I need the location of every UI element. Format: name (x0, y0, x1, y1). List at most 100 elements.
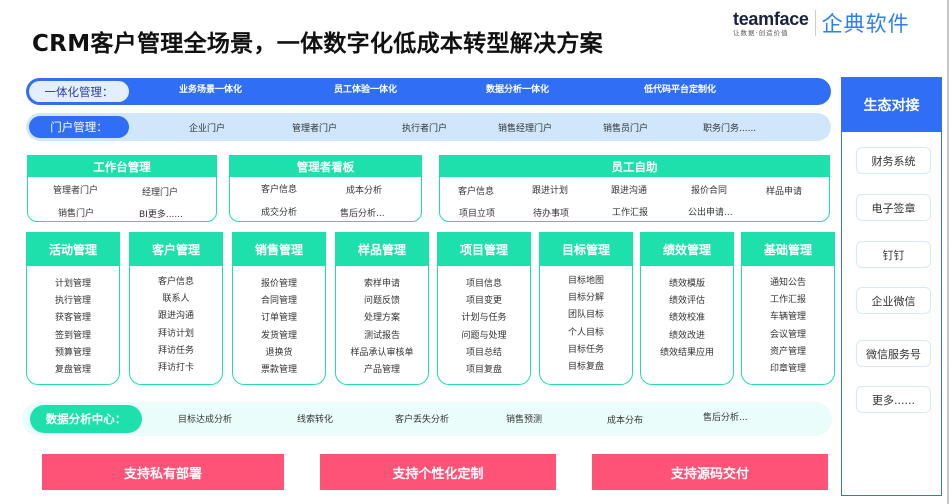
source-code-delivery-button[interactable]: 支持源码交付 (592, 454, 828, 490)
module-item: 项目变更 (465, 296, 502, 307)
module-item: 问题反馈 (363, 296, 400, 307)
module-goal: 目标管理 目标地图 目标分解 团队目标 个人目标 目标任务 目标复盘 (539, 232, 633, 385)
brand-name-cn: 企典软件 (821, 12, 910, 36)
card-title: 管理者看板 (230, 156, 421, 177)
data-analysis-label: 数据分析中心： (30, 405, 142, 433)
card-item: 样品申请 (766, 187, 803, 197)
card-item: 经理门户 (142, 188, 179, 198)
card-title: 员工自助 (440, 156, 829, 177)
portal-label: 门户管理： (29, 116, 129, 138)
card-item: 跟进计划 (532, 186, 569, 196)
module-title: 活动管理 (27, 233, 119, 266)
card-item: 客户信息 (261, 185, 298, 195)
module-title: 客户管理 (130, 233, 222, 266)
module-item: 拜访任务 (157, 345, 194, 356)
ecosystem-item-wecom[interactable]: 企业微信 (856, 287, 931, 314)
module-item: 目标分解 (567, 293, 604, 304)
module-item: 工作汇报 (769, 295, 806, 306)
module-project: 项目管理 项目信息 项目变更 计划与任务 问题与处理 项目总结 项目复盘 (437, 232, 531, 385)
module-title: 销售管理 (233, 233, 325, 266)
module-item: 项目信息 (465, 279, 502, 289)
module-item: 签到管理 (54, 330, 91, 341)
ecosystem-item-finance[interactable]: 财务系统 (856, 147, 931, 174)
portal-item: 销售员门户 (603, 123, 649, 134)
module-item: 计划管理 (54, 279, 91, 289)
module-item: 样品承认审核单 (350, 347, 414, 358)
integration-item: 业务场景一体化 (179, 85, 243, 95)
ecosystem-title: 生态对接 (842, 78, 941, 132)
module-activity: 活动管理 计划管理 执行管理 获客管理 签到管理 预算管理 复盘管理 (26, 232, 120, 385)
module-item: 产品管理 (363, 365, 400, 376)
module-item: 发货管理 (260, 330, 297, 341)
card-item: 公出申请... (688, 208, 733, 218)
private-deployment-button[interactable]: 支持私有部署 (42, 454, 284, 490)
integration-item: 低代码平台定制化 (644, 85, 717, 95)
card-item: 待办事项 (533, 209, 570, 219)
card-item: 工作汇报 (612, 208, 649, 218)
portal-item: 执行者门户 (402, 123, 448, 134)
ecosystem-item-more[interactable]: 更多...... (856, 386, 931, 413)
integration-item: 数据分析一体化 (486, 85, 550, 95)
module-item: 绩效改进 (668, 330, 705, 341)
module-item: 处理方案 (363, 313, 400, 324)
right-edge-divider (947, 0, 949, 504)
analysis-item: 销售预测 (506, 414, 543, 425)
module-item: 预算管理 (54, 347, 91, 358)
module-item: 测试报告 (363, 330, 400, 341)
module-item: 资产管理 (769, 346, 806, 357)
brand-logo: teamface 让数据·创造价值 企典软件 (733, 8, 910, 38)
module-item: 索样申请 (363, 279, 400, 289)
module-item: 跟进沟通 (157, 311, 194, 322)
card-item: 报价合同 (691, 186, 728, 196)
module-item: 印章管理 (769, 364, 806, 375)
module-item: 项目复盘 (465, 365, 502, 376)
data-analysis-bar: 数据分析中心： 目标达成分析 线索转化 客户丢失分析 销售预测 成本分布 售后分… (22, 402, 832, 436)
portal-item: 管理者门户 (292, 123, 338, 134)
module-item: 绩效模版 (668, 279, 705, 289)
portal-item: 企业门户 (189, 123, 226, 134)
custom-development-button[interactable]: 支持个性化定制 (320, 454, 556, 490)
module-item: 通知公告 (769, 278, 806, 288)
ecosystem-panel: 生态对接 财务系统 电子签章 钉钉 企业微信 微信服务号 更多...... (841, 77, 942, 496)
module-item: 订单管理 (260, 313, 297, 324)
page-title: CRM客户管理全场景，一体数字化低成本转型解决方案 (32, 31, 603, 57)
module-item: 获客管理 (54, 313, 91, 324)
module-item: 票款管理 (260, 365, 297, 376)
module-item: 团队目标 (567, 310, 604, 321)
ecosystem-item-wechat-service[interactable]: 微信服务号 (856, 340, 931, 367)
card-employee-self-service: 员工自助 客户信息 跟进计划 跟进沟通 报价合同 样品申请 项目立项 待办事项 … (439, 155, 830, 222)
card-title: 工作台管理 (28, 156, 216, 177)
module-item: 拜访打卡 (157, 363, 194, 374)
ecosystem-item-dingtalk[interactable]: 钉钉 (856, 241, 931, 268)
portal-bar: 门户管理： 企业门户 管理者门户 执行者门户 销售经理门户 销售员门户 职务门务… (26, 113, 831, 141)
module-item: 复盘管理 (54, 365, 91, 376)
card-item: 成交分析 (261, 208, 298, 218)
card-workbench: 工作台管理 管理者门户 经理门户 销售门户 BI更多...... (27, 155, 217, 222)
module-sales: 销售管理 报价管理 合同管理 订单管理 发货管理 退换货 票款管理 (232, 232, 326, 385)
module-item: 退换货 (265, 347, 293, 358)
card-item: 销售门户 (58, 209, 95, 219)
analysis-item: 客户丢失分析 (395, 414, 450, 425)
module-item: 绩效校准 (668, 313, 705, 324)
brand-name-en: teamface (733, 8, 809, 29)
module-basic: 基础管理 通知公告 工作汇报 车辆管理 会议管理 资产管理 印章管理 (741, 232, 835, 385)
module-item: 项目总结 (465, 347, 502, 358)
module-item: 会议管理 (769, 329, 806, 340)
module-title: 样品管理 (336, 233, 428, 266)
analysis-item: 售后分析... (703, 412, 748, 423)
card-item: BI更多...... (139, 210, 183, 220)
module-title: 基础管理 (742, 233, 834, 266)
module-performance: 绩效管理 绩效模版 绩效评估 绩效校准 绩效改进 绩效结果应用 (640, 232, 734, 385)
module-item: 计划与任务 (461, 313, 507, 324)
integration-item: 员工体验一体化 (334, 85, 398, 95)
analysis-item: 线索转化 (297, 414, 334, 425)
module-item: 拜访计划 (157, 328, 194, 339)
portal-item: 销售经理门户 (498, 123, 553, 134)
module-sample: 样品管理 索样申请 问题反馈 处理方案 测试报告 样品承认审核单 产品管理 (335, 232, 429, 385)
module-item: 问题与处理 (461, 330, 507, 341)
analysis-item: 成本分布 (607, 415, 644, 426)
card-item: 售后分析... (340, 209, 385, 219)
card-item: 管理者门户 (53, 186, 99, 196)
ecosystem-item-esign[interactable]: 电子签章 (856, 194, 931, 221)
module-item: 个人目标 (567, 327, 604, 338)
